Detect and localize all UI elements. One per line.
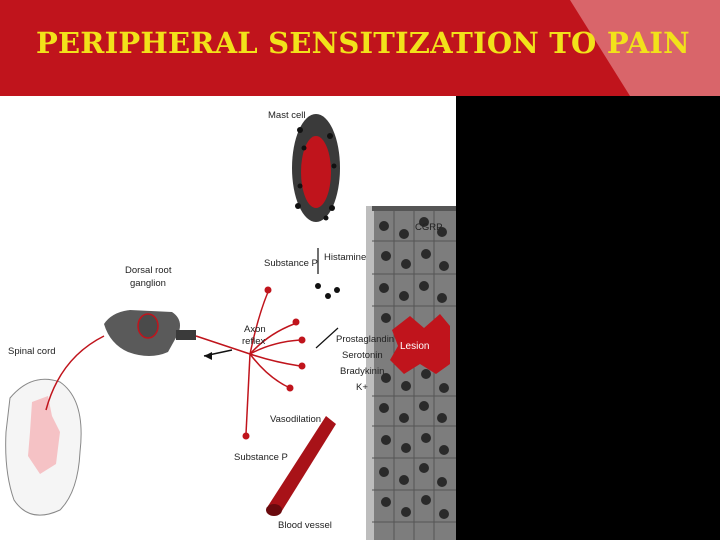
- spinal-cord-label: Spinal cord: [8, 346, 56, 357]
- cgrp-label: CGRP: [415, 222, 442, 233]
- title-bar: PERIPHERAL SENSITIZATION TO PAIN: [0, 0, 720, 96]
- blood-vessel: [266, 416, 336, 516]
- blood-vessel-label: Blood vessel: [278, 520, 332, 531]
- bradykinin-label: Bradykinin: [340, 366, 384, 377]
- serotonin-label: Serotonin: [342, 350, 383, 361]
- histamine-label: Histamine: [324, 252, 366, 263]
- slide-title: PERIPHERAL SENSITIZATION TO PAIN: [36, 26, 690, 60]
- nerve-endings: [242, 286, 306, 440]
- lesion-shape: [390, 314, 450, 374]
- axon-reflex-label: Axon: [244, 324, 266, 335]
- axon-reflex-label-2: reflex: [242, 336, 265, 347]
- mediator-arrows: [315, 248, 339, 349]
- tissue-column: [366, 206, 456, 540]
- lesion-label: Lesion: [400, 341, 429, 352]
- substance-p-top-label: Substance P: [264, 258, 318, 269]
- dorsal-root-ganglion-label: Dorsal root: [125, 265, 172, 276]
- histamine-granules: [315, 283, 340, 299]
- header-accent-shape: [570, 0, 720, 96]
- black-panel: [456, 96, 720, 540]
- k-plus-label: K+: [356, 382, 368, 393]
- dorsal-root-ganglion-label-2: ganglion: [130, 278, 166, 289]
- pain-sensitization-diagram: Lesion Mast cell Dorsal root ganglion Sp…: [5, 110, 456, 540]
- nerve-fibers: [45, 291, 301, 435]
- mast-cell-label: Mast cell: [268, 110, 305, 121]
- dorsal-root-ganglion: [104, 310, 196, 356]
- vasodilation-label: Vasodilation: [270, 414, 321, 425]
- spinal-cord: [5, 378, 82, 516]
- prostaglandin-label: Prostaglandin: [336, 334, 394, 345]
- mast-cell: [292, 114, 340, 222]
- substance-p-bottom-label: Substance P: [234, 452, 288, 463]
